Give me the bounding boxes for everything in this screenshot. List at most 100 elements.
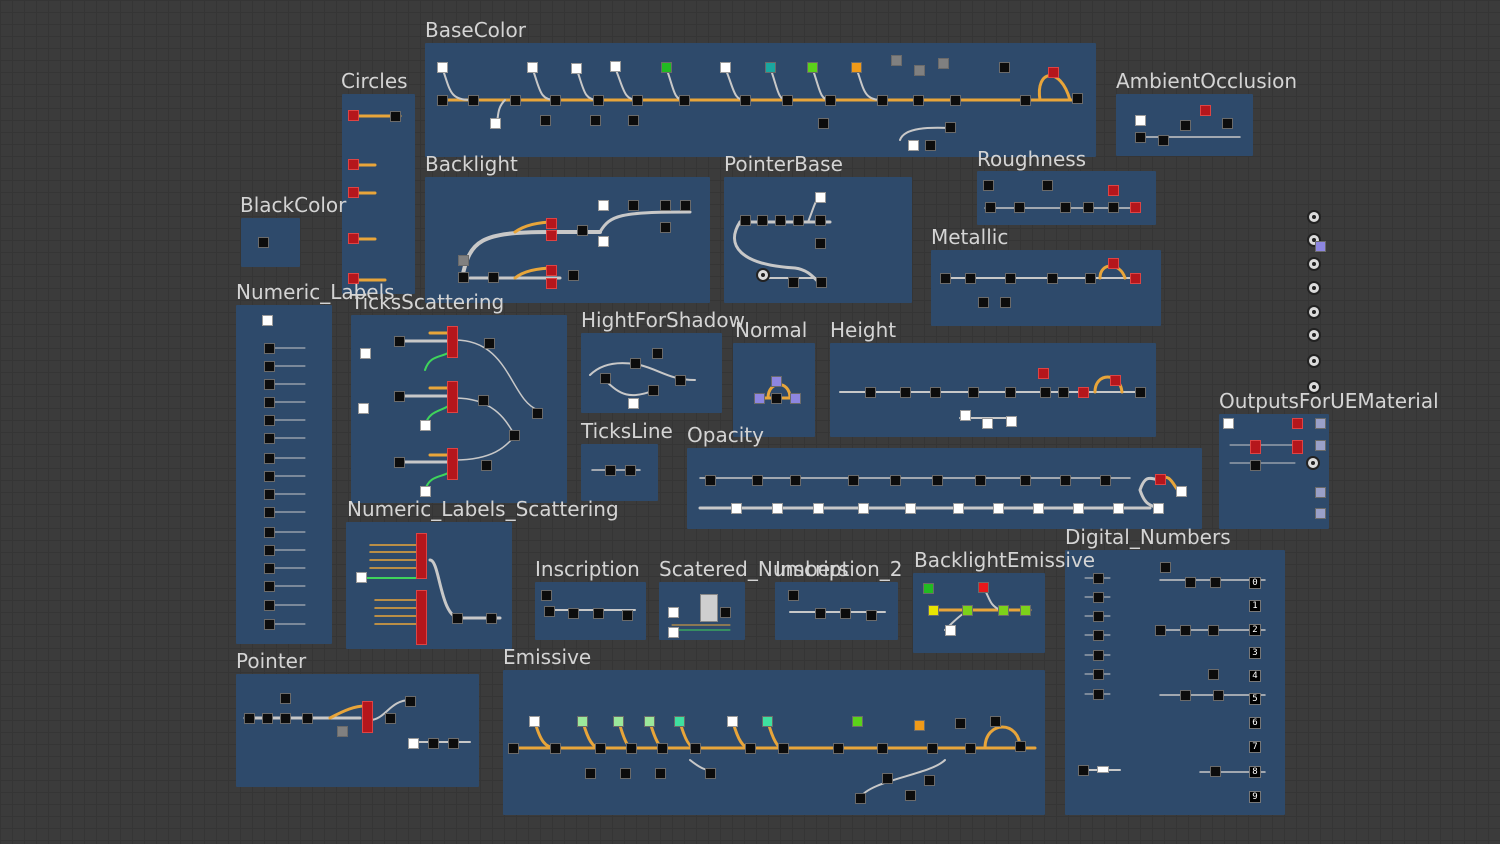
graph-node[interactable]: [1213, 690, 1224, 701]
graph-node[interactable]: [955, 718, 966, 729]
graph-node[interactable]: [754, 393, 765, 404]
graph-node[interactable]: [264, 581, 275, 592]
graph-node[interactable]: [337, 726, 348, 737]
graph-node[interactable]: [968, 387, 979, 398]
frame-outputsforuematerial[interactable]: [1219, 414, 1329, 529]
digit-3-node[interactable]: 3: [1249, 647, 1261, 659]
output-sphere-node[interactable]: [1307, 354, 1321, 368]
frame-roughness[interactable]: [977, 171, 1156, 225]
graph-node[interactable]: [546, 230, 557, 241]
graph-node[interactable]: [652, 348, 663, 359]
graph-node[interactable]: [532, 408, 543, 419]
graph-node[interactable]: [788, 277, 799, 288]
graph-node[interactable]: [1250, 440, 1261, 454]
frame-opacity[interactable]: [687, 448, 1202, 529]
graph-node[interactable]: [625, 465, 636, 476]
graph-node[interactable]: [866, 610, 877, 621]
graph-node[interactable]: [657, 743, 668, 754]
graph-node[interactable]: [851, 62, 862, 73]
graph-node[interactable]: [815, 192, 826, 203]
graph-node[interactable]: [428, 738, 439, 749]
output-sphere-node[interactable]: [1307, 328, 1321, 342]
graph-node[interactable]: [620, 768, 631, 779]
graph-node[interactable]: [1250, 460, 1261, 471]
graph-node[interactable]: [890, 475, 901, 486]
graph-node[interactable]: [600, 373, 611, 384]
graph-node[interactable]: [775, 215, 786, 226]
frame-blackcolor[interactable]: [241, 218, 300, 267]
graph-node[interactable]: [577, 716, 588, 727]
graph-node[interactable]: [644, 716, 655, 727]
digit-8-node[interactable]: 8: [1249, 766, 1261, 778]
graph-node[interactable]: [1210, 577, 1221, 588]
graph-node[interactable]: [468, 95, 479, 106]
graph-node[interactable]: [1158, 135, 1169, 146]
frame-basecolor[interactable]: [425, 43, 1096, 157]
graph-node[interactable]: [680, 200, 691, 211]
graph-node[interactable]: [1085, 273, 1096, 284]
graph-node[interactable]: [264, 453, 275, 464]
graph-node[interactable]: [358, 403, 369, 414]
output-sphere-node[interactable]: [1307, 281, 1321, 295]
graph-node[interactable]: [420, 420, 431, 431]
graph-node[interactable]: [362, 701, 373, 733]
graph-node[interactable]: [264, 527, 275, 538]
graph-node[interactable]: [891, 55, 902, 66]
graph-node[interactable]: [550, 95, 561, 106]
graph-node[interactable]: [905, 790, 916, 801]
graph-node[interactable]: [420, 486, 431, 497]
graph-node[interactable]: [390, 111, 401, 122]
graph-node[interactable]: [1292, 418, 1303, 429]
graph-node[interactable]: [1020, 605, 1031, 616]
graph-node[interactable]: [590, 115, 601, 126]
graph-node[interactable]: [648, 385, 659, 396]
graph-node[interactable]: [1200, 105, 1211, 116]
graph-node[interactable]: [264, 545, 275, 556]
graph-node[interactable]: [914, 65, 925, 76]
graph-node[interactable]: [610, 61, 621, 72]
graph-node[interactable]: [356, 572, 367, 583]
graph-node[interactable]: [630, 358, 641, 369]
graph-node[interactable]: [544, 606, 555, 617]
graph-node[interactable]: [244, 713, 255, 724]
graph-node[interactable]: [1038, 368, 1049, 379]
graph-node[interactable]: [571, 63, 582, 74]
graph-node[interactable]: [807, 62, 818, 73]
graph-node[interactable]: [1093, 630, 1104, 641]
graph-node[interactable]: [960, 410, 971, 421]
graph-node[interactable]: [509, 430, 520, 441]
graph-node[interactable]: [568, 608, 579, 619]
graph-node[interactable]: [1292, 440, 1303, 454]
graph-node[interactable]: [705, 768, 716, 779]
frame-pointer[interactable]: [236, 674, 479, 787]
graph-node[interactable]: [1073, 503, 1084, 514]
graph-node[interactable]: [1315, 418, 1326, 429]
graph-node[interactable]: [674, 716, 685, 727]
graph-node[interactable]: [264, 343, 275, 354]
graph-node[interactable]: [813, 503, 824, 514]
graph-node[interactable]: [690, 743, 701, 754]
graph-node[interactable]: [540, 115, 551, 126]
graph-node[interactable]: [745, 743, 756, 754]
graph-node[interactable]: [632, 95, 643, 106]
digit-9-node[interactable]: 9: [1249, 791, 1261, 803]
graph-node[interactable]: [975, 475, 986, 486]
graph-node[interactable]: [1000, 297, 1011, 308]
graph-node[interactable]: [1180, 625, 1191, 636]
graph-node[interactable]: [1155, 625, 1166, 636]
graph-node[interactable]: [815, 215, 826, 226]
graph-node[interactable]: [481, 460, 492, 471]
graph-node[interactable]: [938, 58, 949, 69]
graph-node[interactable]: [1315, 440, 1326, 451]
graph-node[interactable]: [705, 475, 716, 486]
graph-node[interactable]: [262, 315, 273, 326]
graph-node[interactable]: [1315, 487, 1326, 498]
graph-node[interactable]: [978, 582, 989, 593]
output-sphere-node[interactable]: [1306, 456, 1320, 470]
output-sphere-node[interactable]: [1307, 380, 1321, 394]
graph-node[interactable]: [668, 627, 679, 638]
graph-node[interactable]: [593, 95, 604, 106]
graph-node[interactable]: [510, 95, 521, 106]
graph-node[interactable]: [772, 503, 783, 514]
graph-node[interactable]: [1180, 120, 1191, 131]
